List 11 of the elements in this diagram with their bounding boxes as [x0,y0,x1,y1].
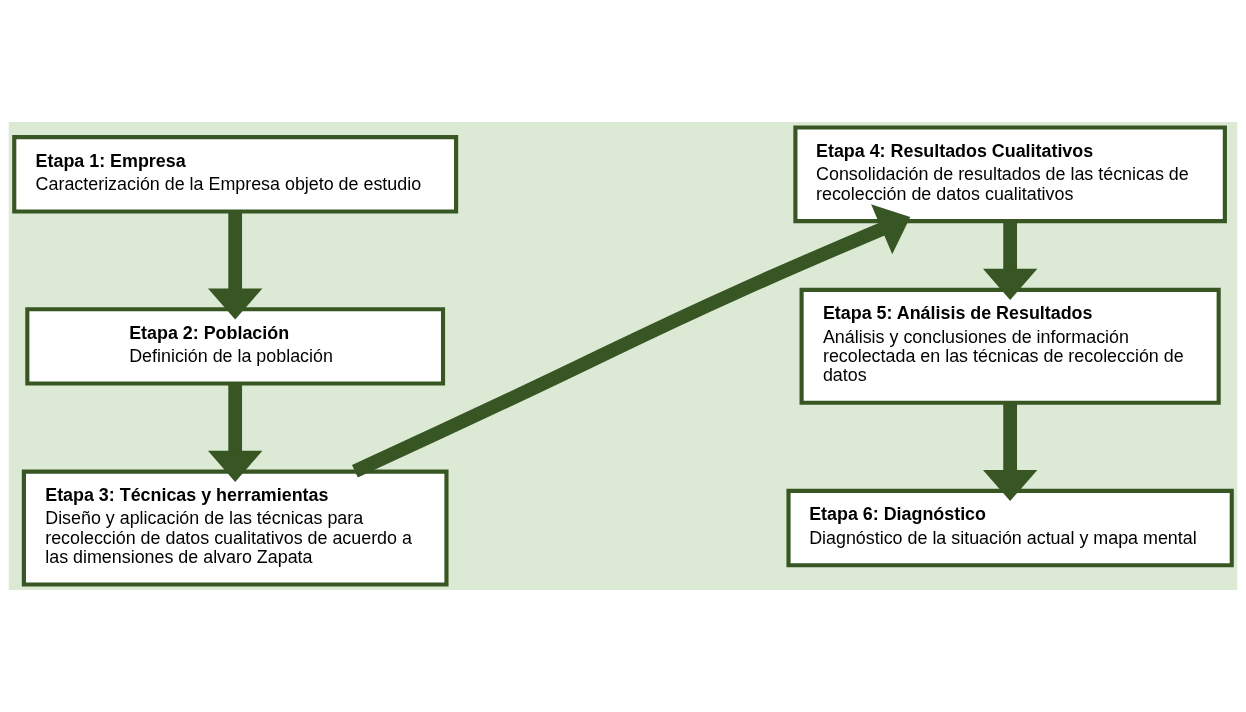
node-box: Etapa 3: Técnicas y herramientas Diseño y aplicación de las técnicas para recolección de datos cualitativos de acuerdo a las dimensiones de alvaro Zapata [21,469,449,587]
node-box: Etapa 4: Resultados Cualitativos Consolidación de resultados de las técnicas de recolección de datos cualitativos [793,125,1227,224]
arrow [982,402,1038,502]
arrow [207,211,263,320]
arrow [982,221,1038,300]
node-box: Etapa 1: Empresa Caracterización de la Empresa objeto de estudio [12,135,459,214]
node-box: Etapa 5: Análisis de Resultados Análisis y conclusiones de información recolectada en las técnicas de recolección de datos [799,287,1221,405]
node-box: Etapa 6: Diagnóstico Diagnóstico de la situación actual y mapa mental [786,488,1234,568]
arrow [352,204,911,478]
arrow [208,383,263,482]
node-box: Etapa 2: Población Definición de la población [25,307,446,386]
